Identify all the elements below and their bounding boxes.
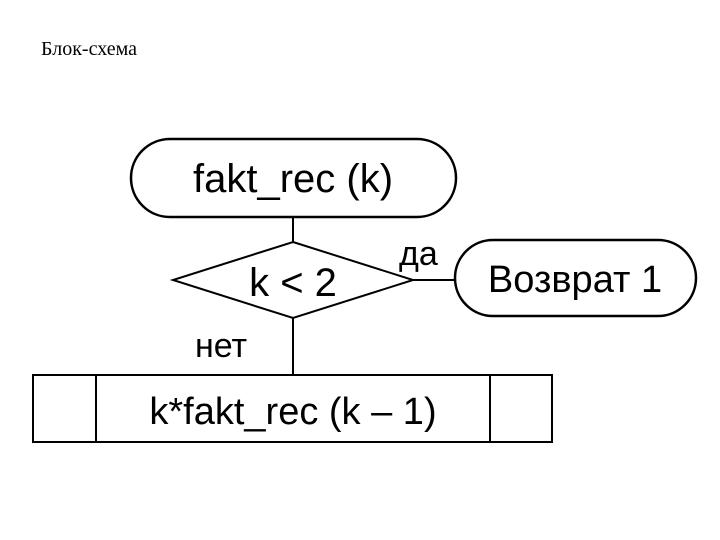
no-label: нет (195, 327, 247, 365)
start-terminal-label: fakt_rec (k) (193, 157, 393, 201)
process-label: k*fakt_rec (k – 1) (149, 391, 436, 433)
return-terminal-label: Возврат 1 (488, 259, 662, 301)
decision-label: k < 2 (249, 261, 337, 305)
page-title: Блок-схема (41, 38, 137, 60)
return-terminal-shape (453, 238, 698, 318)
process-block: k*fakt_rec (k – 1) (32, 374, 553, 443)
process-block-shape (32, 374, 553, 443)
start-terminal: fakt_rec (k) (129, 137, 458, 219)
decision: k < 2 (169, 240, 417, 320)
yes-label: да (399, 235, 438, 273)
return-terminal: Возврат 1 (453, 238, 698, 318)
